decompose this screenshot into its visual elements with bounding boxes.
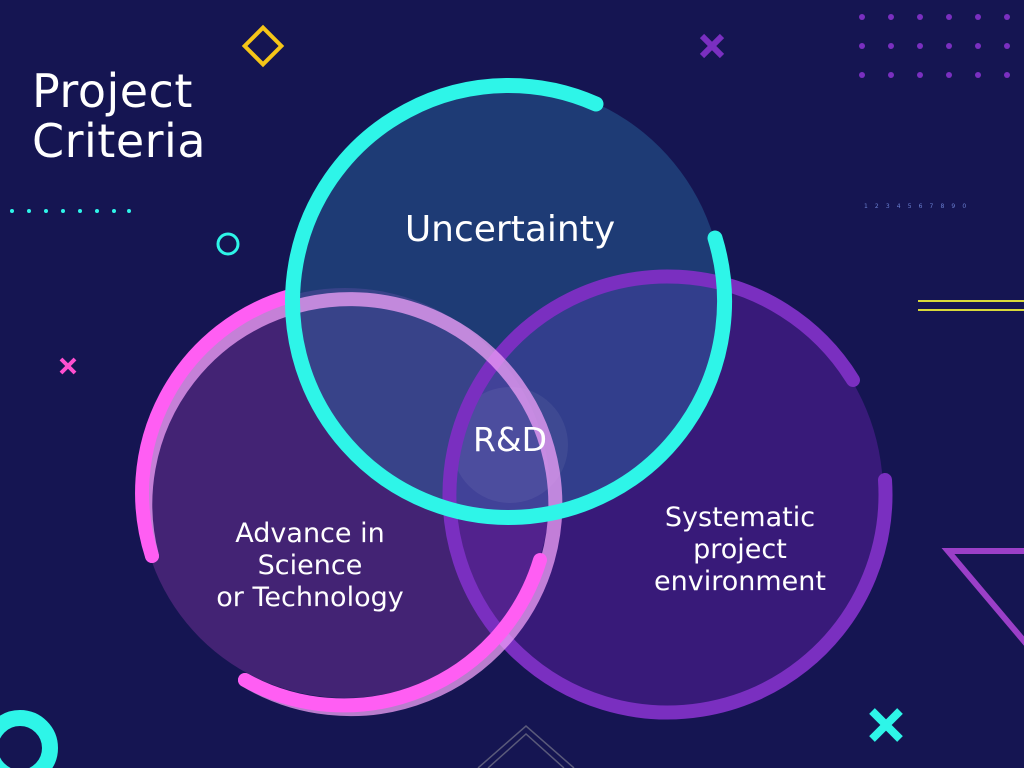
page-title: Project Criteria [32, 66, 206, 166]
ring-icon [0, 710, 58, 768]
venn-label-line: Science [257, 550, 363, 581]
venn-label-systematic-environment: Systematic project environment [610, 502, 870, 598]
venn-label-line: environment [654, 566, 826, 597]
venn-circle-outline-systematic [442, 269, 893, 720]
double-line-decoration [918, 300, 1024, 311]
triangle-outline-icon [941, 548, 1024, 646]
dot-grid-decoration [859, 14, 1010, 78]
venn-label-line: Systematic [664, 502, 816, 533]
venn-circle-fill-systematic [447, 275, 883, 711]
venn-circle-outline-science-accent [135, 289, 297, 563]
venn-circle-outline-science-bottom [238, 553, 547, 713]
venn-label-line: Advance in [235, 518, 385, 549]
dotted-line-decoration [10, 209, 131, 213]
tick-numbers-decoration: 1 2 3 4 5 6 7 8 9 0 [864, 203, 969, 210]
venn-label-line: Uncertainty [404, 209, 616, 250]
venn-label-uncertainty: Uncertainty [360, 206, 660, 254]
venn-label-line: project [693, 534, 787, 565]
x-mark-icon [699, 33, 725, 59]
page-title-line-2: Criteria [32, 114, 207, 168]
venn-circle-fill-uncertainty [291, 84, 723, 516]
venn-label-science-technology: Advance in Science or Technology [180, 518, 440, 614]
chevron-decoration [477, 725, 575, 768]
venn-circle-outline-uncertainty [285, 78, 733, 526]
x-mark-icon [59, 357, 77, 375]
diamond-outline-icon [241, 24, 285, 68]
venn-center-label: R&D [472, 420, 548, 459]
venn-label-line: or Technology [216, 582, 404, 613]
ring-icon [216, 232, 240, 256]
venn-circle-fill-science [140, 288, 550, 698]
page-title-line-1: Project [32, 64, 193, 118]
x-mark-icon [869, 708, 903, 742]
